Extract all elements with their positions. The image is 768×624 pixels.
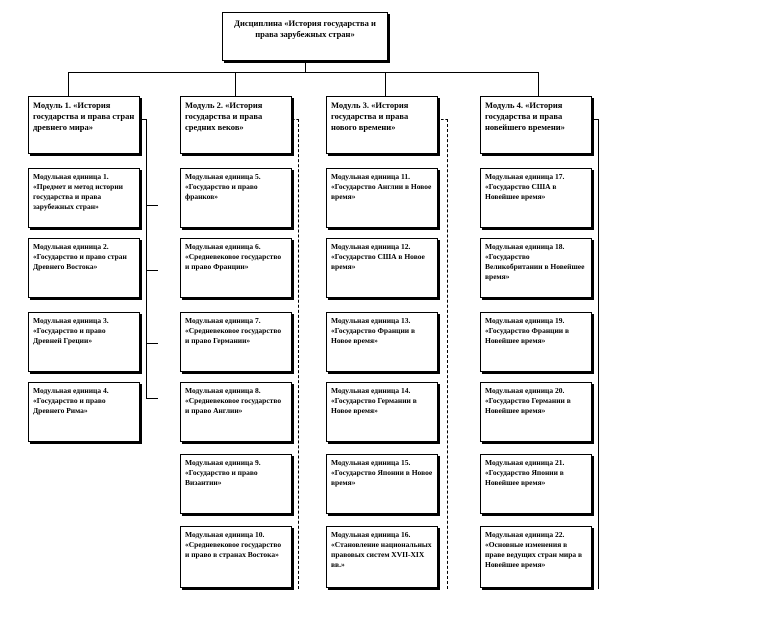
unit-text: Модульная единица 21. «Государство Япони… (485, 458, 565, 487)
module-1-branch-4 (146, 398, 158, 399)
module-2-unit-5: Модульная единица 9. «Государство и прав… (180, 454, 292, 514)
module-1-rail-top (140, 119, 147, 120)
module-4-unit-1: Модульная единица 17. «Государство США в… (480, 168, 592, 228)
root-down-connector (305, 60, 306, 72)
module-3-title: Модуль 3. «История государства и права н… (331, 100, 409, 132)
module-3-unit-2: Модульная единица 12. «Государство США в… (326, 238, 438, 298)
module-2-rail-top (292, 119, 299, 120)
unit-text: Модульная единица 12. «Государство США в… (331, 242, 425, 271)
unit-text: Модульная единица 17. «Государство США в… (485, 172, 565, 201)
unit-text: Модульная единица 8. «Средневековое госу… (185, 386, 282, 415)
unit-text: Модульная единица 4. «Государство и прав… (33, 386, 109, 415)
module-4-rail (598, 119, 599, 589)
unit-text: Модульная единица 7. «Средневековое госу… (185, 316, 282, 345)
module-2-unit-6: Модульная единица 10. «Средневековое гос… (180, 526, 292, 588)
module-1-rail (146, 119, 147, 399)
module-1-unit-1: Модульная единица 1. «Предмет и метод ис… (28, 168, 140, 228)
unit-text: Модульная единица 11. «Государство Англи… (331, 172, 432, 201)
module-1-unit-4: Модульная единица 4. «Государство и прав… (28, 382, 140, 442)
module-1-box: Модуль 1. «История государства и права с… (28, 96, 140, 154)
unit-text: Модульная единица 22. «Основные изменени… (485, 530, 583, 569)
modules-horizontal-connector (68, 72, 539, 73)
module-2-unit-3: Модульная единица 7. «Средневековое госу… (180, 312, 292, 372)
module-3-unit-1: Модульная единица 11. «Государство Англи… (326, 168, 438, 228)
module-3-unit-4: Модульная единица 14. «Государство Герма… (326, 382, 438, 442)
unit-text: Модульная единица 9. «Государство и прав… (185, 458, 261, 487)
module-2-title: Модуль 2. «История государства и права с… (185, 100, 263, 132)
module-3-box: Модуль 3. «История государства и права н… (326, 96, 438, 154)
module-4-unit-6: Модульная единица 22. «Основные изменени… (480, 526, 592, 588)
unit-text: Модульная единица 18. «Государство Велик… (485, 242, 585, 281)
unit-text: Модульная единица 13. «Государство Франц… (331, 316, 416, 345)
module-1-title: Модуль 1. «История государства и права с… (33, 100, 135, 132)
module-4-rail-top (592, 119, 599, 120)
unit-text: Модульная единица 10. «Средневековое гос… (185, 530, 282, 559)
module-4-unit-5: Модульная единица 21. «Государство Япони… (480, 454, 592, 514)
unit-text: Модульная единица 15. «Государство Япони… (331, 458, 433, 487)
unit-text: Модульная единица 5. «Государство и прав… (185, 172, 261, 201)
module-2-unit-2: Модульная единица 6. «Средневековое госу… (180, 238, 292, 298)
unit-text: Модульная единица 6. «Средневековое госу… (185, 242, 282, 271)
module-2-rail (298, 119, 299, 589)
module-1-unit-2: Модульная единица 2. «Государство и прав… (28, 238, 140, 298)
module-4-unit-2: Модульная единица 18. «Государство Велик… (480, 238, 592, 298)
module-1-branch-2 (146, 270, 158, 271)
module-3-rail-top (441, 119, 448, 120)
module-2-unit-4: Модульная единица 8. «Средневековое госу… (180, 382, 292, 442)
discipline-title: Дисциплина «История государства и права … (234, 18, 376, 39)
discipline-box: Дисциплина «История государства и права … (222, 12, 388, 61)
module-1-unit-3: Модульная единица 3. «Государство и прав… (28, 312, 140, 372)
unit-text: Модульная единица 19. «Государство Франц… (485, 316, 570, 345)
unit-text: Модульная единица 14. «Государство Герма… (331, 386, 417, 415)
unit-text: Модульная единица 3. «Государство и прав… (33, 316, 109, 345)
module-3-rail (447, 119, 448, 589)
module-3-connector (385, 72, 386, 96)
module-1-connector (68, 72, 69, 96)
module-1-branch-3 (146, 343, 158, 344)
unit-text: Модульная единица 16. «Становление нацио… (331, 530, 432, 569)
module-3-unit-3: Модульная единица 13. «Государство Франц… (326, 312, 438, 372)
module-2-connector (235, 72, 236, 96)
module-4-box: Модуль 4. «История государства и права н… (480, 96, 592, 154)
module-2-unit-1: Модульная единица 5. «Государство и прав… (180, 168, 292, 228)
module-3-unit-5: Модульная единица 15. «Государство Япони… (326, 454, 438, 514)
module-2-box: Модуль 2. «История государства и права с… (180, 96, 292, 154)
module-4-title: Модуль 4. «История государства и права н… (485, 100, 565, 132)
module-4-connector (538, 72, 539, 96)
module-3-unit-6: Модульная единица 16. «Становление нацио… (326, 526, 438, 588)
unit-text: Модульная единица 1. «Предмет и метод ис… (33, 172, 123, 211)
module-4-unit-4: Модульная единица 20. «Государство Герма… (480, 382, 592, 442)
unit-text: Модульная единица 20. «Государство Герма… (485, 386, 571, 415)
unit-text: Модульная единица 2. «Государство и прав… (33, 242, 127, 271)
module-4-unit-3: Модульная единица 19. «Государство Франц… (480, 312, 592, 372)
module-1-branch-1 (146, 205, 158, 206)
